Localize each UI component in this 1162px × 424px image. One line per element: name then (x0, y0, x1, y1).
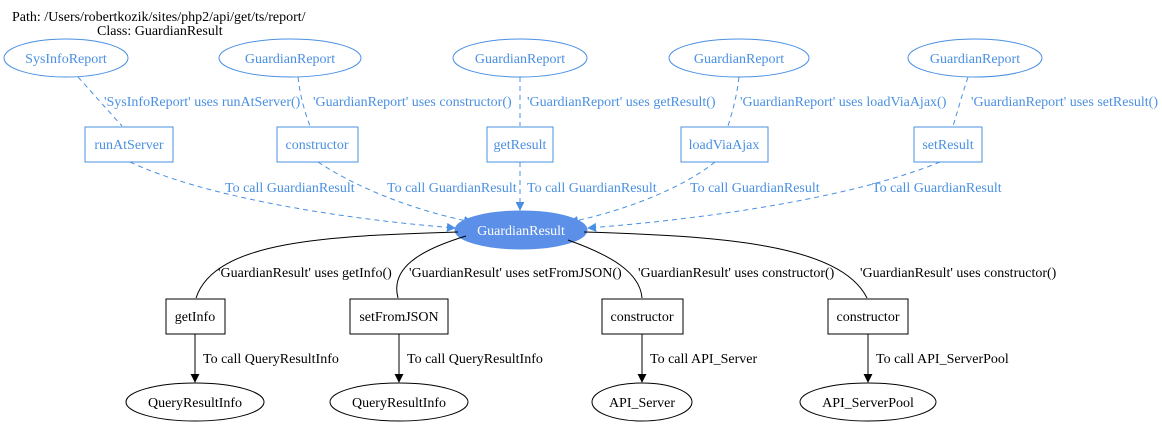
caller-node-guardianreport[interactable] (218, 38, 362, 78)
callee-uses-label: 'GuardianResult' uses constructor() (860, 266, 1057, 281)
uses-edge (567, 239, 643, 299)
target-node-label: QueryResultInfo (352, 396, 446, 411)
call-edge-label: To call GuardianResult (872, 181, 1002, 196)
call-edge (129, 161, 456, 232)
method-node-constructor[interactable] (276, 126, 359, 163)
target-node-queryresultinfo[interactable] (125, 382, 265, 422)
caller-node-guardianreport[interactable] (907, 38, 1043, 78)
target-node-queryresultinfo[interactable] (329, 382, 469, 422)
method-node-label: runAtServer (94, 138, 164, 153)
call-edge-label: To call GuardianResult (527, 181, 657, 196)
center-node[interactable]: GuardianResult (454, 210, 588, 250)
uses-edge (396, 235, 467, 299)
caller-edge (727, 76, 740, 127)
target-node-api-serverpool[interactable] (799, 382, 937, 422)
call-edge (587, 161, 941, 232)
caller-edge (297, 76, 311, 127)
caller-group-guardianreport-setresult: GuardianReport 'GuardianReport' uses set… (587, 38, 1158, 232)
caller-uses-label: 'GuardianReport' uses constructor() (313, 95, 512, 110)
target-node-api-server[interactable] (591, 382, 693, 422)
caller-uses-label: 'GuardianReport' uses setResult() (971, 95, 1158, 110)
caller-node-label: SysInfoReport (25, 52, 107, 67)
caller-uses-label: 'GuardianReport' uses getResult() (527, 95, 716, 110)
callee-uses-label: 'GuardianResult' uses constructor() (638, 266, 835, 281)
method-node-label: loadViaAjax (689, 138, 760, 153)
caller-uses-label: 'SysInfoReport' uses runAtServer() (104, 95, 301, 110)
callee-group-getinfo: 'GuardianResult' uses getInfo() getInfo … (125, 231, 459, 422)
caller-node-label: GuardianReport (930, 52, 1020, 67)
call-edge (569, 161, 716, 225)
target-node-label: API_ServerPool (822, 396, 914, 411)
callee-group-constructor-apiserverpool: 'GuardianResult' uses constructor() cons… (583, 231, 1057, 422)
method-node-label: getResult (494, 138, 547, 153)
center-node-shape[interactable] (454, 210, 588, 250)
callee-uses-label: 'GuardianResult' uses getInfo() (218, 266, 392, 281)
caller-uses-label: 'GuardianReport' uses loadViaAjax() (740, 95, 947, 110)
call-edge (317, 161, 473, 225)
callee-group-setfromjson: 'GuardianResult' uses setFromJSON() setF… (329, 235, 622, 422)
call-edge-label: To call GuardianResult (225, 181, 355, 196)
callee-call-label: To call QueryResultInfo (203, 352, 339, 367)
callee-call-label: To call API_Server (650, 352, 757, 367)
callee-call-label: To call API_ServerPool (876, 352, 1009, 367)
method-node-label: setFromJSON (359, 310, 438, 325)
caller-node-sysinforeport[interactable] (3, 38, 129, 78)
method-node-setresult[interactable] (913, 126, 983, 163)
method-node-label: constructor (611, 310, 674, 325)
uses-edge (195, 231, 459, 299)
caller-node-label: GuardianReport (694, 52, 784, 67)
call-edge-label: To call GuardianResult (690, 181, 820, 196)
caller-edge (77, 76, 123, 127)
caller-edge (952, 76, 969, 127)
callee-call-label: To call QueryResultInfo (407, 352, 543, 367)
caller-group-guardianreport-loadviaajax: GuardianReport 'GuardianReport' uses loa… (569, 38, 947, 225)
class-label: Class: GuardianResult (97, 24, 223, 39)
call-edge-label: To call GuardianResult (387, 181, 517, 196)
callee-group-constructor-apiserver: 'GuardianResult' uses constructor() cons… (567, 239, 835, 422)
callee-uses-label: 'GuardianResult' uses setFromJSON() (409, 266, 622, 281)
target-node-label: QueryResultInfo (148, 396, 242, 411)
method-node-label: setResult (922, 138, 973, 153)
caller-group-sysinforeport: SysInfoReport 'SysInfoReport' uses runAt… (3, 38, 456, 232)
caller-group-guardianreport-constructor: GuardianReport 'GuardianReport' uses con… (218, 38, 517, 225)
uses-edge (583, 231, 868, 299)
caller-group-guardianreport-getresult: GuardianReport 'GuardianReport' uses get… (452, 38, 716, 211)
target-node-label: API_Server (609, 396, 675, 411)
method-node-label: constructor (286, 138, 349, 153)
method-node-label: getInfo (175, 310, 215, 325)
method-node-runatserver[interactable] (84, 126, 174, 163)
center-node-label: GuardianResult (477, 224, 565, 239)
caller-node-label: GuardianReport (245, 52, 335, 67)
path-label: Path: /Users/robertkozik/sites/php2/api/… (12, 10, 306, 25)
method-node-loadviaajax[interactable] (680, 126, 769, 163)
method-node-label: constructor (837, 310, 900, 325)
caller-node-label: GuardianReport (475, 52, 565, 67)
